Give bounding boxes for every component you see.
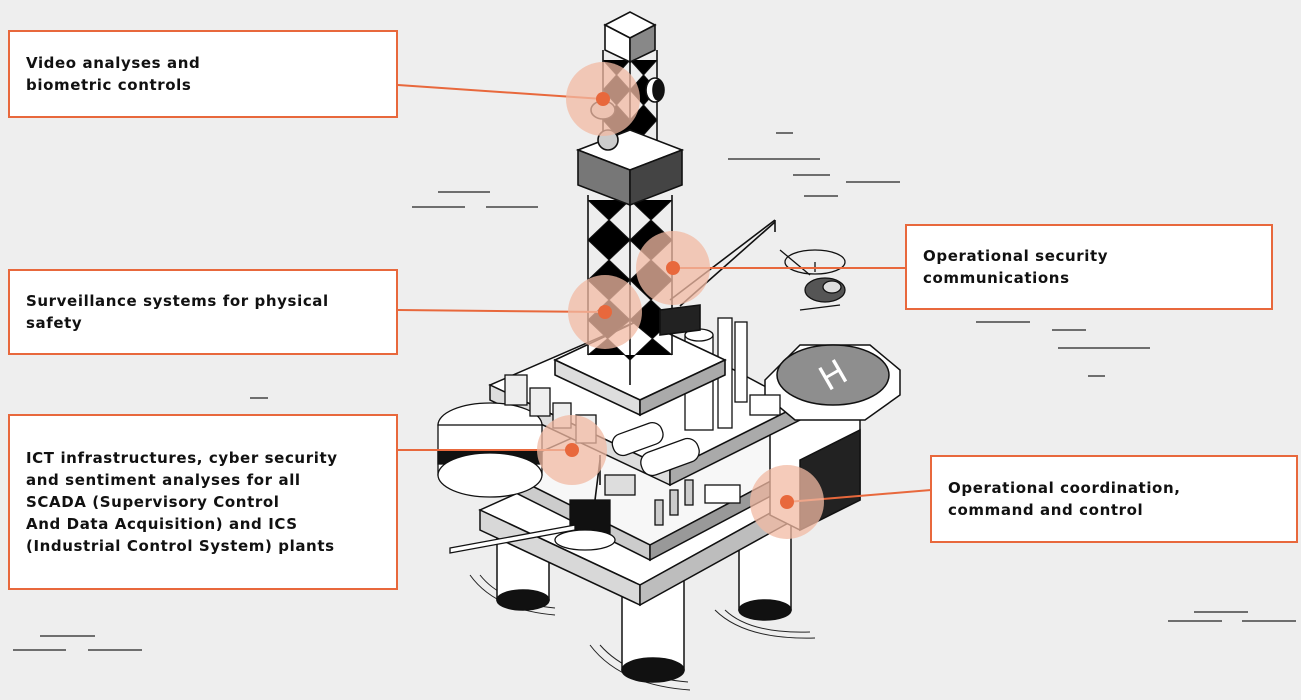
decorative-dashes [13,132,1296,651]
highlight-markers [537,62,824,539]
callout-operational-coordination: Operational coordination, command and co… [930,455,1298,543]
helipad-icon: H [764,344,901,421]
callout-operational-security: Operational security communications [905,224,1273,310]
helicopter-icon [779,249,846,311]
callout-ict-infrastructures: ICT infrastructures, cyber security and … [8,414,398,590]
callout-video-analyses: Video analyses and biometric controls [8,30,398,118]
callout-surveillance-systems: Surveillance systems for physical safety [8,269,398,355]
